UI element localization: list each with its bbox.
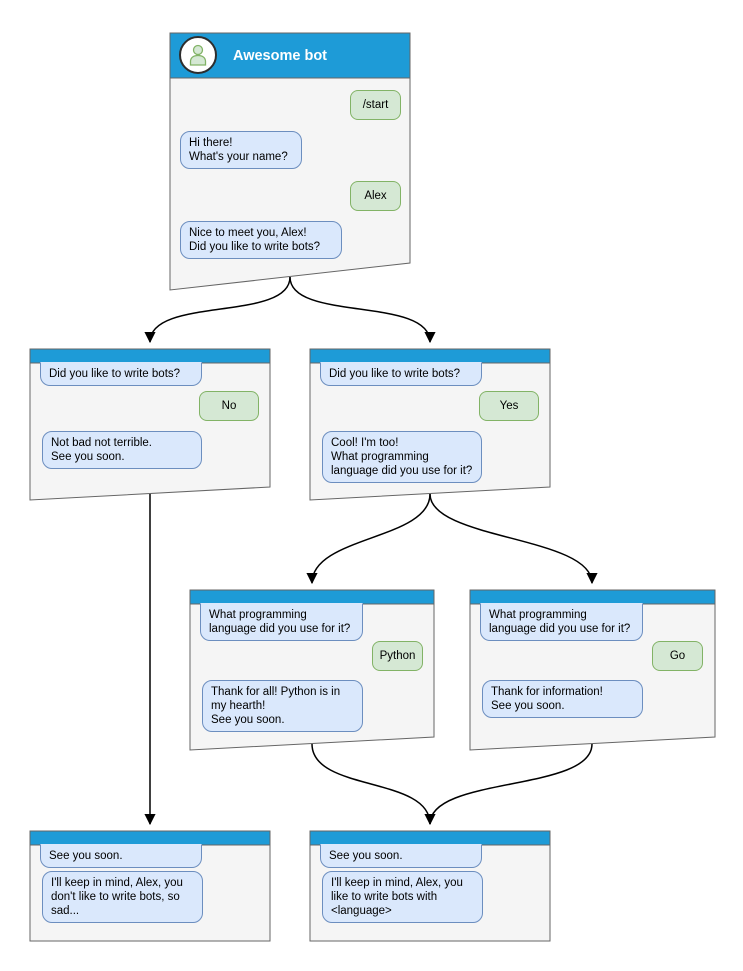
message-bubble-bot: Cool! I'm too! What programming language…: [322, 431, 482, 483]
edge-root-to-branch-no: [144, 276, 291, 344]
message-bubble-user: Alex: [350, 181, 401, 211]
message-bubble-bot: I'll keep in mind, Alex, you like to wri…: [322, 871, 483, 923]
message-bubble-bot: See you soon.: [40, 844, 202, 868]
message-bubble-bot: Hi there! What's your name?: [180, 131, 302, 169]
message-bubble-bot: What programming language did you use fo…: [200, 603, 363, 641]
header-end-no: [29, 830, 271, 846]
message-bubble-user: Python: [372, 641, 423, 671]
header-end-lang: [309, 830, 551, 846]
message-bubble-bot: What programming language did you use fo…: [480, 603, 643, 641]
header-branch-yes: [309, 348, 551, 364]
header-lang-go: [469, 589, 716, 605]
edge-lang-go-to-end-lang: [429, 743, 593, 825]
edge-lang-python-to-end-lang: [311, 743, 436, 826]
message-bubble-bot: Not bad not terrible. See you soon.: [42, 431, 202, 469]
edge-branch-yes-to-lang-go: [429, 493, 598, 585]
header-branch-no: [29, 348, 271, 364]
message-bubble-user: /start: [350, 90, 401, 120]
message-bubble-user: Yes: [479, 391, 539, 421]
message-bubble-bot: Thank for information! See you soon.: [482, 680, 643, 718]
edge-branch-yes-to-lang-python: [306, 493, 431, 585]
message-bubble-user: No: [199, 391, 259, 421]
message-bubble-bot: Thank for all! Python is in my hearth! S…: [202, 680, 363, 732]
person-icon: [189, 44, 207, 66]
message-bubble-bot: I'll keep in mind, Alex, you don't like …: [42, 871, 203, 923]
bot-avatar: [179, 36, 217, 74]
message-bubble-user: Go: [652, 641, 703, 671]
message-bubble-bot: Did you like to write bots?: [40, 362, 202, 386]
message-bubble-bot: Nice to meet you, Alex! Did you like to …: [180, 221, 342, 259]
header-lang-python: [189, 589, 435, 605]
message-bubble-bot: Did you like to write bots?: [320, 362, 482, 386]
window-title: Awesome bot: [233, 47, 328, 64]
edge-root-to-branch-yes: [289, 276, 436, 344]
message-bubble-bot: See you soon.: [320, 844, 482, 868]
